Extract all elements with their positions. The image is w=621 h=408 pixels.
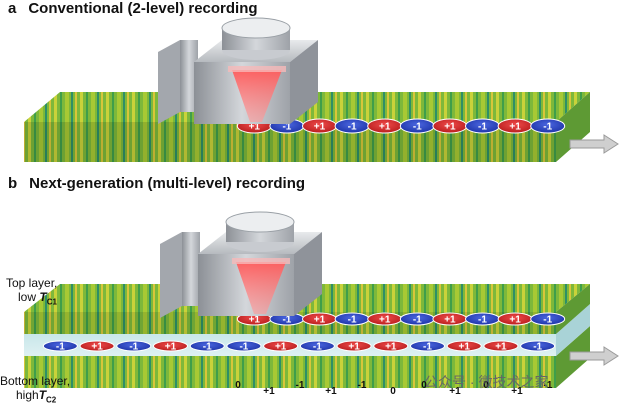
watermark: 公众号 · 微技术之家	[424, 374, 549, 390]
panel-a-bit-label: -1	[413, 122, 422, 133]
panel-b-bottom-bit-track: -1 +1 -1 +1 -1 -1 +1 -1 +1 +1 -1 +1 +1 -1	[42, 340, 556, 353]
panel-b-bottom-domain	[263, 340, 299, 352]
panel-a-letter: a	[8, 0, 17, 17]
panel-b-bottom-bit-label: -1	[239, 342, 248, 353]
panel-b-bottom-domain	[410, 340, 445, 352]
panel-b-bottom-domain	[116, 340, 152, 352]
sequence-value: -1	[544, 380, 553, 391]
panel-a-arrow	[569, 134, 619, 154]
panel-b-bottom-domain	[153, 340, 188, 352]
sequence-value: 0	[483, 380, 489, 391]
panel-b-bottom-domain	[373, 340, 409, 352]
panel-b-bottom-domain	[446, 340, 482, 352]
bottom-layer-label-line1: Bottom layer,	[0, 374, 71, 388]
panel-b-bottom-bit-label: +1	[459, 342, 471, 353]
panel-a-title: a Conventional (2-level) recording	[8, 0, 258, 17]
panel-b-bottom-domain	[42, 340, 78, 352]
panel-b-top-bit-label: -1	[348, 315, 357, 326]
panel-b-write-head	[160, 211, 322, 318]
sequence-value: -1	[296, 380, 305, 391]
bottom-layer-tc-subscript: C2	[46, 395, 57, 405]
top-layer-label: Top layer, low TC1	[6, 276, 57, 309]
panel-b-bottom-bit-label: +1	[275, 342, 287, 353]
panel-a-bit-label: +1	[379, 122, 391, 133]
bottom-layer-label: Bottom layer, highTC2	[0, 374, 70, 407]
sequence-value: -1	[358, 380, 367, 391]
panel-b-top-bit-label: +1	[444, 315, 456, 326]
bottom-layer-tc-symbol: T	[38, 388, 47, 402]
panel-b-top-bit-label: +1	[314, 315, 326, 326]
panel-b-title: b Next-generation (multi-level) recording	[8, 175, 305, 192]
panel-a-bit-label: -1	[543, 122, 552, 133]
panel-b-bottom-bit-label: -1	[56, 342, 65, 353]
panel-a-bit-track: +1 -1 +1 -1 +1 -1 +1 -1 +1 -1	[236, 118, 566, 134]
panel-b-bottom-domain	[226, 340, 262, 352]
panel-b-level-sequence: 0 +1 -1 +1 -1 0 0 +1 0 +1 -1	[235, 380, 553, 397]
panel-b-bottom-bit-label: +1	[385, 342, 397, 353]
panel-b-top-bit-label: -1	[478, 315, 487, 326]
sequence-value: +1	[511, 386, 523, 397]
top-layer-tc-subscript: C1	[46, 297, 57, 307]
sequence-value: +1	[325, 386, 337, 397]
panel-b-bottom-bit-label: -1	[203, 342, 212, 353]
panel-b-top-bit-label: -1	[543, 315, 552, 326]
bottom-layer-label-line2: high	[16, 388, 39, 402]
panel-b-top-bit-label: -1	[413, 315, 422, 326]
panel-b-bottom-bit-label: +1	[348, 342, 360, 353]
sequence-value: +1	[263, 386, 275, 397]
top-layer-label-line1: Top layer,	[6, 276, 58, 290]
sequence-value: +1	[449, 386, 461, 397]
panel-b-arrow	[569, 346, 619, 366]
panel-b-bottom-bit-label: -1	[533, 342, 542, 353]
panel-b-bottom-bit-label: -1	[129, 342, 138, 353]
panel-b-bottom-domain	[520, 340, 556, 352]
panel-a-bit-label: -1	[348, 122, 357, 133]
panel-a-bit-label: +1	[509, 122, 521, 133]
panel-b-laser-beam	[236, 262, 286, 314]
panel-b-bottom-domain	[336, 340, 372, 352]
panel-b-top-bit-track: +1 -1 +1 -1 +1 -1 +1 -1 +1 -1	[236, 312, 566, 326]
panel-b-top-domain	[530, 312, 566, 326]
panel-b-letter: b	[8, 175, 18, 192]
panel-a-bit-label: -1	[478, 122, 487, 133]
panel-b-bottom-domain	[299, 340, 335, 352]
top-layer-tc-symbol: T	[39, 290, 47, 304]
panel-a-laser-beam	[232, 70, 282, 122]
sequence-value: 0	[390, 386, 396, 397]
panel-b-bottom-bit-label: +1	[91, 342, 103, 353]
panel-b-bottom-domain	[79, 340, 115, 352]
panel-b-bottom-bit-label: +1	[495, 342, 507, 353]
panel-b-bottom-bit-label: +1	[165, 342, 177, 353]
panel-a-title-text: Conventional (2-level) recording	[28, 0, 258, 17]
panel-b-top-bit-label: -1	[282, 315, 291, 326]
panel-a-medium-side	[556, 92, 590, 162]
panel-b-bottom-domain	[189, 340, 225, 352]
panel-a-write-head	[158, 17, 318, 124]
top-layer-label-line2: low	[18, 290, 40, 304]
panel-b-bottom-bit-label: -1	[313, 342, 322, 353]
panel-a-domain	[530, 118, 566, 134]
sequence-value: 0	[421, 380, 427, 391]
panel-b-top-bit-label: +1	[379, 315, 391, 326]
panel-b-title-text: Next-generation (multi-level) recording	[29, 175, 306, 192]
panel-b-bottom-bit-label: -1	[423, 342, 432, 353]
sequence-value: 0	[235, 380, 241, 391]
panel-b-bottom-domain	[483, 340, 519, 352]
panel-b-top-bit-label: +1	[249, 315, 261, 326]
panel-a-bit-label: -1	[282, 122, 291, 133]
panel-a-bit-label: +1	[249, 122, 261, 133]
panel-a-bit-label: +1	[314, 122, 326, 133]
panel-a-bit-label: +1	[444, 122, 456, 133]
panel-b-top-bit-label: +1	[509, 315, 521, 326]
